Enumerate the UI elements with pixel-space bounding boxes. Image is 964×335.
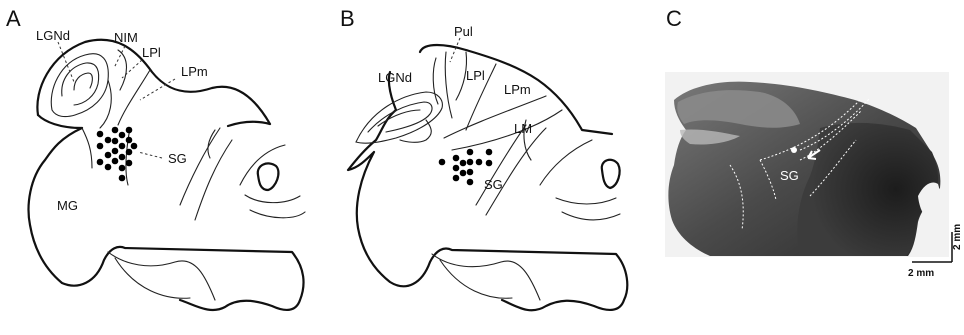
section-outline-a [29,40,304,310]
label-nim-a: NIM [114,30,138,45]
leader-nim-a [114,46,125,68]
label-lpl-a: LPl [142,45,161,60]
boundary-b12 [562,212,620,220]
boundary-b14 [440,260,512,298]
label-mg-a: MG [57,198,78,213]
dot [97,159,104,166]
panel-c: C SG 2 mm 2 mm [650,0,964,335]
dot [105,137,112,144]
boundary-b8 [486,128,546,215]
dot [126,127,133,134]
boundary-b6 [452,110,562,150]
boundary-b13 [432,254,540,300]
label-sg-a: SG [168,151,187,166]
dot [97,143,104,150]
boundary-a2 [118,50,127,90]
scalebar-horizontal-label: 2 mm [908,268,934,279]
dot [486,160,493,167]
boundary-a3 [118,70,150,125]
dot [126,160,133,167]
dot [460,170,467,177]
label-lm-b: LM [514,121,532,136]
panel-c-letter: C [666,6,682,31]
dot [476,159,483,166]
dot [131,143,138,150]
dot [119,143,126,150]
label-lpm-a: LPm [181,64,208,79]
boundary-b10 [540,140,592,185]
lgnd-b-mid [368,102,432,132]
dot [119,175,126,182]
boundary-a6 [180,128,220,205]
dot [467,149,474,156]
leader-lpl-a [122,60,142,78]
section-outline-a-top [38,115,82,128]
boundary-b11 [556,198,616,204]
ventricle-a [258,163,279,190]
sg-dots-a [97,127,138,182]
boundary-a5 [82,128,92,168]
label-sg-b: SG [484,177,503,192]
label-lpm-b: LPm [504,82,531,97]
lgnd-ring-outer [51,54,108,117]
panel-a-drawing: A [0,0,320,335]
dot [112,148,119,155]
label-lpl-b: LPl [466,68,485,83]
dot [467,169,474,176]
ventricle-b [602,160,620,188]
label-lgnd-b: LGNd [378,70,412,85]
dot [119,165,126,172]
panel-c-drawing: C SG 2 mm 2 mm [650,0,964,335]
lgnd-ring-mid [62,63,99,105]
dot [112,138,119,145]
label-sg-c: SG [780,168,799,183]
dot [126,149,133,156]
boundary-a11 [250,210,305,218]
dot [105,164,112,171]
dot [119,154,126,161]
boundary-a7 [195,140,232,220]
dot [453,165,460,172]
dot [453,155,460,162]
boundary-a12 [108,252,215,300]
panel-b-letter: B [340,6,355,31]
leader-sg-a [138,152,162,158]
c-marker-dot [791,147,797,153]
boundary-b3 [456,52,467,100]
dot [126,137,133,144]
dot [439,159,446,166]
panel-b: B [326,0,644,335]
panel-b-drawing: B [326,0,644,335]
boundary-a1 [100,80,111,128]
boundary-a13 [115,258,190,298]
label-lgnd-a: LGNd [36,28,70,43]
dot [460,160,467,167]
boundary-b2 [445,52,452,118]
dot [453,175,460,182]
boundary-b1 [433,58,438,104]
panel-a-letter: A [6,6,21,31]
panel-a: A [0,0,320,335]
boundary-a10 [245,195,300,203]
dot [467,179,474,186]
boundary-a8 [208,130,215,158]
boundary-a4 [126,128,130,185]
dot [97,131,104,138]
dot [119,132,126,139]
lgnd-ring-inner [74,73,92,90]
label-pul-b: Pul [454,24,473,39]
dot [112,127,119,134]
dot [112,158,119,165]
boundary-b7 [476,125,526,205]
scalebar-vertical-label: 2 mm [952,224,963,250]
dot [486,149,493,156]
dot [467,159,474,166]
leader-pul-b [450,38,460,62]
dot [105,152,112,159]
leader-lpm-a [140,79,175,100]
lgnd-b-outer [356,92,442,143]
